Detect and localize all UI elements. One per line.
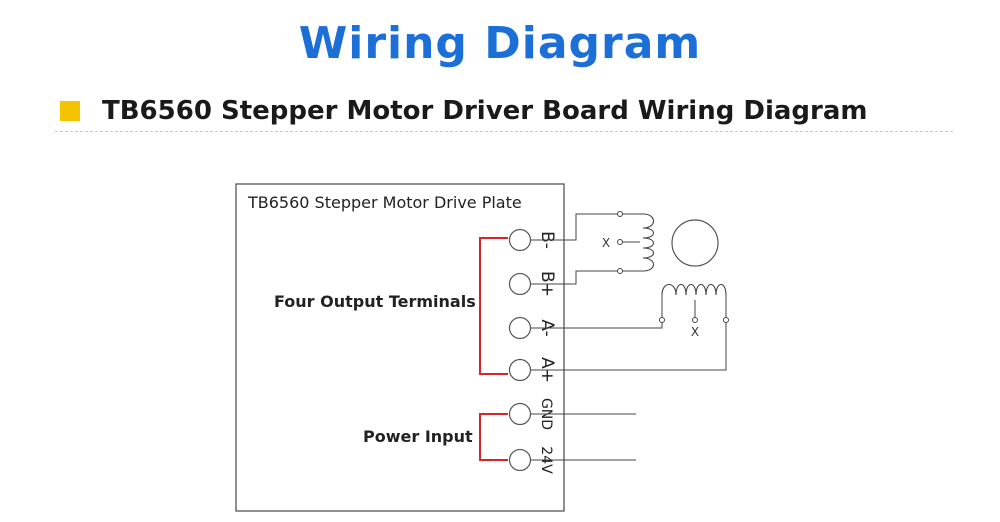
- section-marker: [60, 101, 80, 121]
- section-divider: [55, 131, 953, 132]
- driver-board-label: TB6560 Stepper Motor Drive Plate: [247, 193, 522, 212]
- driver-board-outline: [235, 183, 565, 512]
- wire-b-plus: [531, 270, 620, 285]
- power-group-label: Power Input: [363, 427, 473, 446]
- output-group-label: Four Output Terminals: [274, 292, 476, 311]
- power-group-bracket: [479, 413, 508, 461]
- terminal-b-plus: B+: [508, 271, 557, 297]
- wire-b-minus: [531, 213, 620, 241]
- page-title: Wiring Diagram: [298, 18, 702, 69]
- wire-a-plus: [531, 320, 727, 371]
- motor-coil-a: X: [659, 283, 729, 339]
- center-tap-b-label: X: [602, 236, 610, 250]
- motor-rotor: [671, 219, 719, 267]
- section-title: TB6560 Stepper Motor Driver Board Wiring…: [102, 96, 868, 126]
- output-group-bracket: [479, 237, 508, 375]
- center-tap-a-label: X: [691, 325, 699, 339]
- section-header: TB6560 Stepper Motor Driver Board Wiring…: [60, 96, 867, 126]
- motor-coil-b: X: [602, 211, 655, 274]
